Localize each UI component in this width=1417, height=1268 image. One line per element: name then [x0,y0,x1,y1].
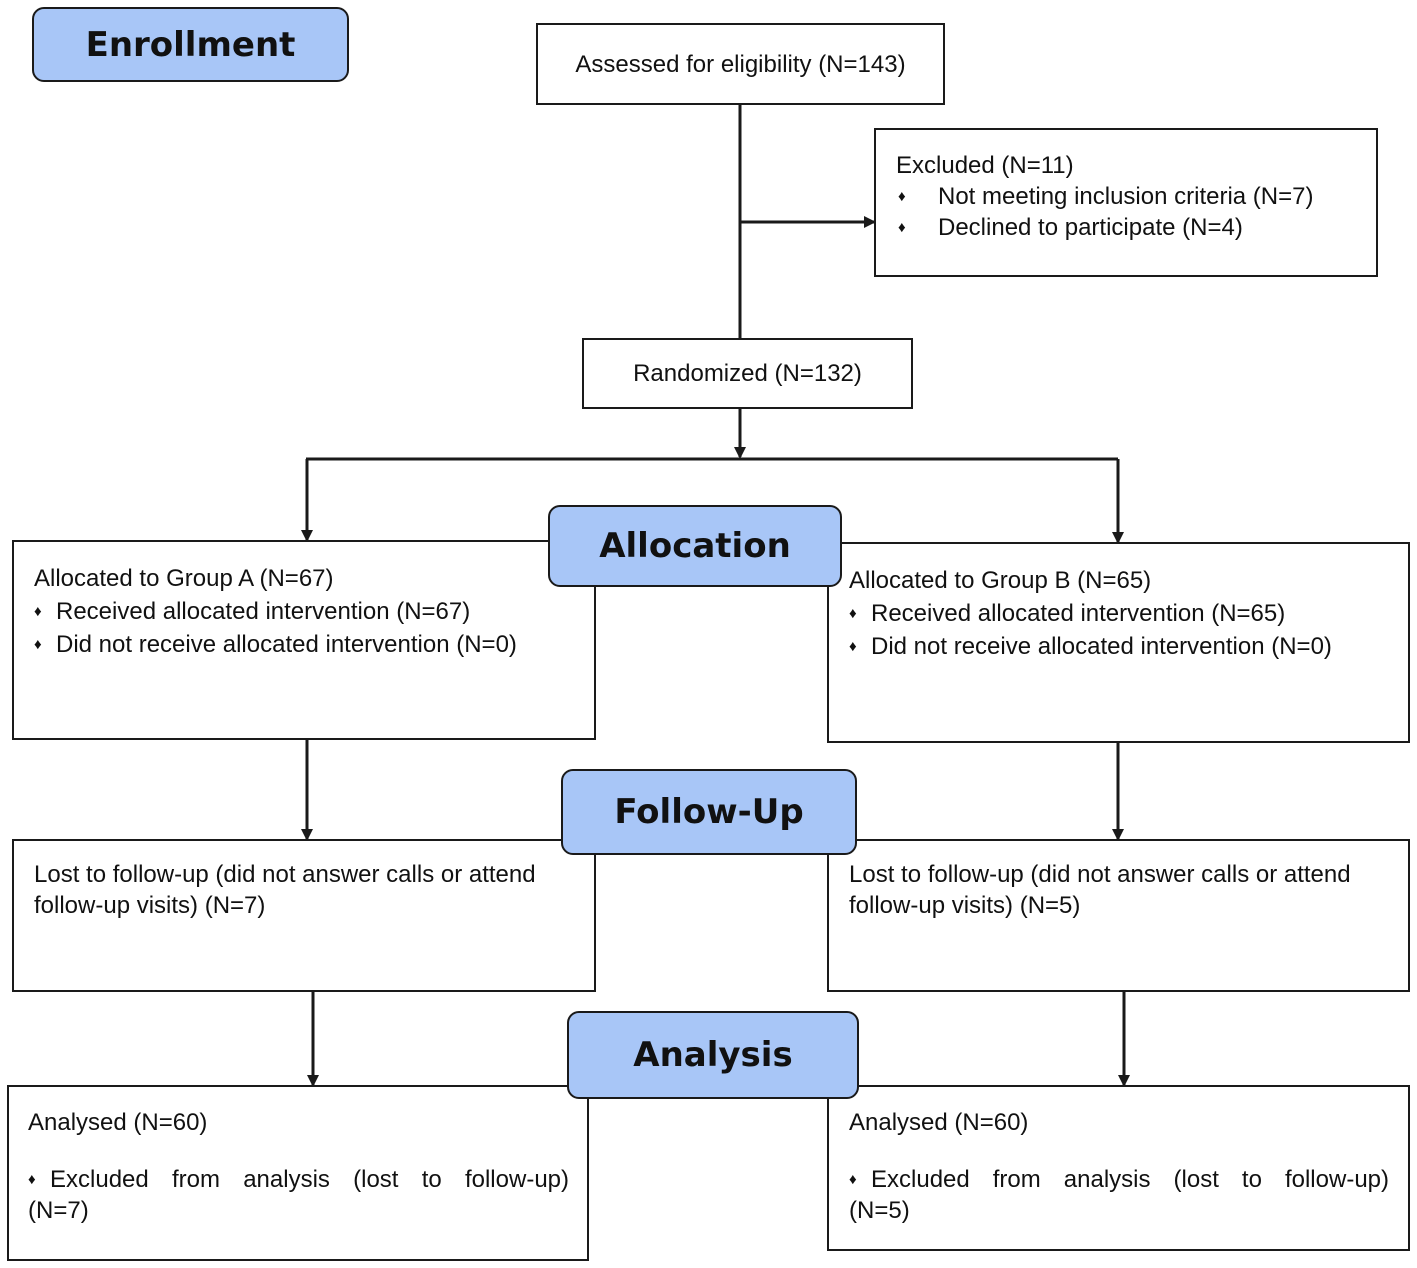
group-b-allocation-box: Allocated to Group B (N=65) ♦ Received a… [827,542,1410,743]
randomized-label: Randomized (N=132) [633,360,862,387]
group-b-allocation-title: Allocated to Group B (N=65) [849,567,1152,594]
group-a-allocation-item-text: Received allocated intervention (N=67) [56,598,471,625]
diamond-bullet-icon: ♦ [849,605,857,622]
group-b-followup-line: follow-up visits) (N=5) [849,892,1081,919]
group-a-followup-line: Lost to follow-up (did not answer calls … [34,861,536,888]
group-b-followup-box: Lost to follow-up (did not answer calls … [827,839,1410,992]
group-b-analysis-box: Analysed (N=60) ♦ Excluded from analysis… [827,1085,1410,1251]
assessed-label: Assessed for eligibility (N=143) [575,50,906,78]
group-a-analysis-excluded-text: Excluded from analysis (lost to follow-u… [50,1166,569,1193]
analysis-stage-label: Analysis [567,1011,859,1099]
diamond-bullet-icon: ♦ [898,219,906,236]
randomized-box: Randomized (N=132) [582,338,913,409]
excluded-item-text: Declined to participate (N=4) [938,214,1243,241]
diamond-bullet-icon: ♦ [34,636,42,653]
diamond-bullet-icon: ♦ [849,1171,857,1188]
group-b-allocation-item-text: Received allocated intervention (N=65) [871,600,1286,627]
excluded-item: ♦ Declined to participate (N=4) [896,212,1376,243]
diamond-bullet-icon: ♦ [34,603,42,620]
group-a-followup-line: follow-up visits) (N=7) [34,892,266,919]
group-a-analysed-title: Analysed (N=60) [28,1109,208,1136]
excluded-item-text: Not meeting inclusion criteria (N=7) [938,183,1314,210]
group-b-analysed-title: Analysed (N=60) [849,1109,1029,1136]
group-b-allocation-item-text: Did not receive allocated intervention (… [871,633,1332,660]
diamond-bullet-icon: ♦ [898,188,906,205]
excluded-title: Excluded (N=11) [896,152,1074,179]
group-a-allocation-item: ♦ Did not receive allocated intervention… [34,628,594,661]
diamond-bullet-icon: ♦ [28,1171,36,1188]
excluded-item: ♦ Not meeting inclusion criteria (N=7) [896,181,1376,212]
group-a-allocation-item: ♦ Received allocated intervention (N=67) [34,595,594,628]
group-a-allocation-item-text: Did not receive allocated intervention (… [56,631,517,658]
group-b-allocation-item: ♦ Did not receive allocated intervention… [849,630,1408,663]
group-a-allocation-box: Allocated to Group A (N=67) ♦ Received a… [12,540,596,740]
group-b-followup-line: Lost to follow-up (did not answer calls … [849,861,1351,888]
group-a-allocation-title: Allocated to Group A (N=67) [34,565,334,592]
assessed-box: Assessed for eligibility (N=143) [536,23,945,105]
group-b-analysis-excluded-text: Excluded from analysis (lost to follow-u… [871,1166,1389,1193]
group-b-analysis-excluded-count: (N=5) [849,1197,910,1224]
group-a-analysis-box: Analysed (N=60) ♦ Excluded from analysis… [7,1085,589,1261]
followup-stage-label: Follow-Up [561,769,857,855]
group-b-allocation-item: ♦ Received allocated intervention (N=65) [849,597,1408,630]
enrollment-stage-label: Enrollment [32,7,349,82]
group-a-followup-box: Lost to follow-up (did not answer calls … [12,839,596,992]
excluded-box: Excluded (N=11) ♦ Not meeting inclusion … [874,128,1378,277]
group-a-analysis-excluded: ♦ Excluded from analysis (lost to follow… [28,1164,569,1195]
group-a-analysis-excluded-count: (N=7) [28,1197,89,1224]
diamond-bullet-icon: ♦ [849,638,857,655]
group-b-analysis-excluded: ♦ Excluded from analysis (lost to follow… [849,1164,1389,1195]
allocation-stage-label: Allocation [548,505,842,587]
